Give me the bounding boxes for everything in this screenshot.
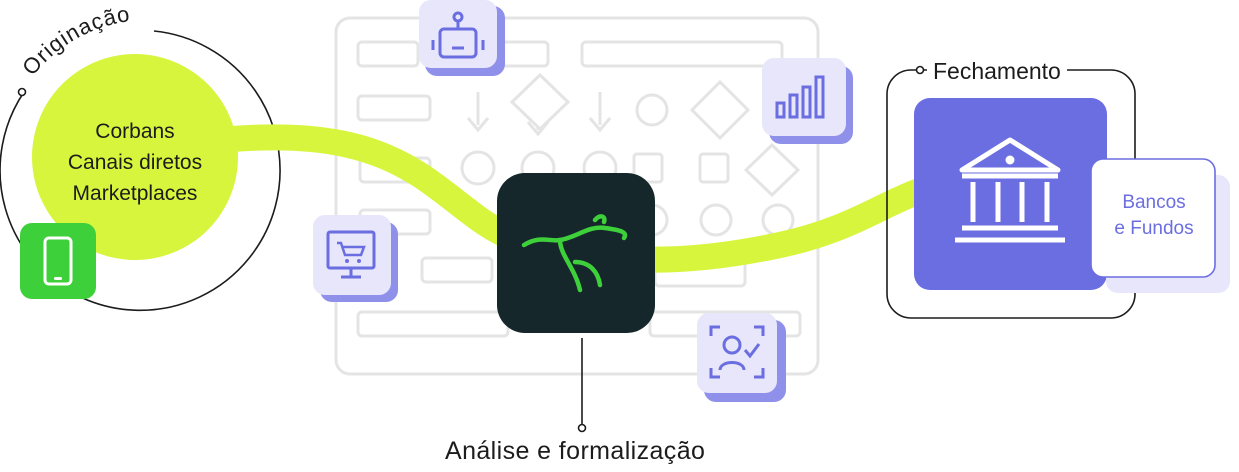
originacao-ring <box>0 30 281 312</box>
analise-logo-tile <box>497 173 655 333</box>
originacao-ring-dot <box>17 87 27 97</box>
bank-tile <box>914 98 1107 290</box>
bancos-label: Bancos e Fundos <box>1092 190 1216 242</box>
smartphone-icon <box>20 223 96 299</box>
originacao-circle <box>32 54 238 260</box>
channel-item: Corbans <box>95 120 175 143</box>
bar-chart-icon <box>762 58 853 144</box>
bancos-line-2: e Fundos <box>1114 218 1194 239</box>
fechamento-title: Fechamento <box>927 58 1067 85</box>
analise-title: Análise e formalização <box>445 437 706 465</box>
runner-logo-icon <box>521 214 628 293</box>
channel-item: Canais diretos <box>67 151 203 174</box>
analise-pointer-dot <box>577 423 587 433</box>
bancos-line-1: Bancos <box>1122 192 1186 213</box>
robot-icon <box>419 0 505 76</box>
bank-icon <box>955 137 1065 243</box>
originacao-channel-list: Corbans Canais diretos Marketplaces <box>40 116 230 209</box>
bancos-card <box>1090 158 1216 278</box>
channel-item: Marketplaces <box>72 182 198 205</box>
face-verification-icon <box>697 313 786 402</box>
shopping-cart-monitor-icon <box>313 215 398 302</box>
fechamento-dot <box>915 65 925 75</box>
